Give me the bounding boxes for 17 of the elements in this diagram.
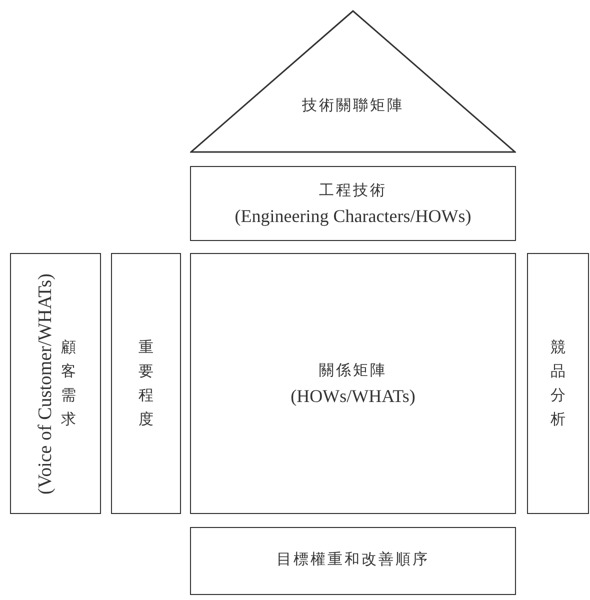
node-label: (Voice of Customer/WHATs) <box>34 273 57 494</box>
node-label: 目標權重和改善順序 <box>276 550 430 570</box>
node-label: 關係矩陣 <box>319 362 387 382</box>
node-label: 工程技術 <box>319 182 387 202</box>
matrix-box <box>190 253 516 514</box>
node-label: (Engineering Characters/HOWs) <box>234 204 472 228</box>
node-label: 競品分析 <box>550 338 566 430</box>
side-box <box>111 253 181 514</box>
roof-triangle <box>190 10 516 153</box>
footer-box <box>190 527 516 595</box>
side-box <box>527 253 589 514</box>
node-label: 顧客需求 <box>61 338 76 430</box>
node-label: (HOWs/WHATs) <box>290 384 416 408</box>
node-label: 重要程度 <box>138 338 154 430</box>
header-box <box>190 166 516 241</box>
side-box <box>10 253 101 514</box>
node-label: 技術關聯矩陣 <box>301 96 405 116</box>
